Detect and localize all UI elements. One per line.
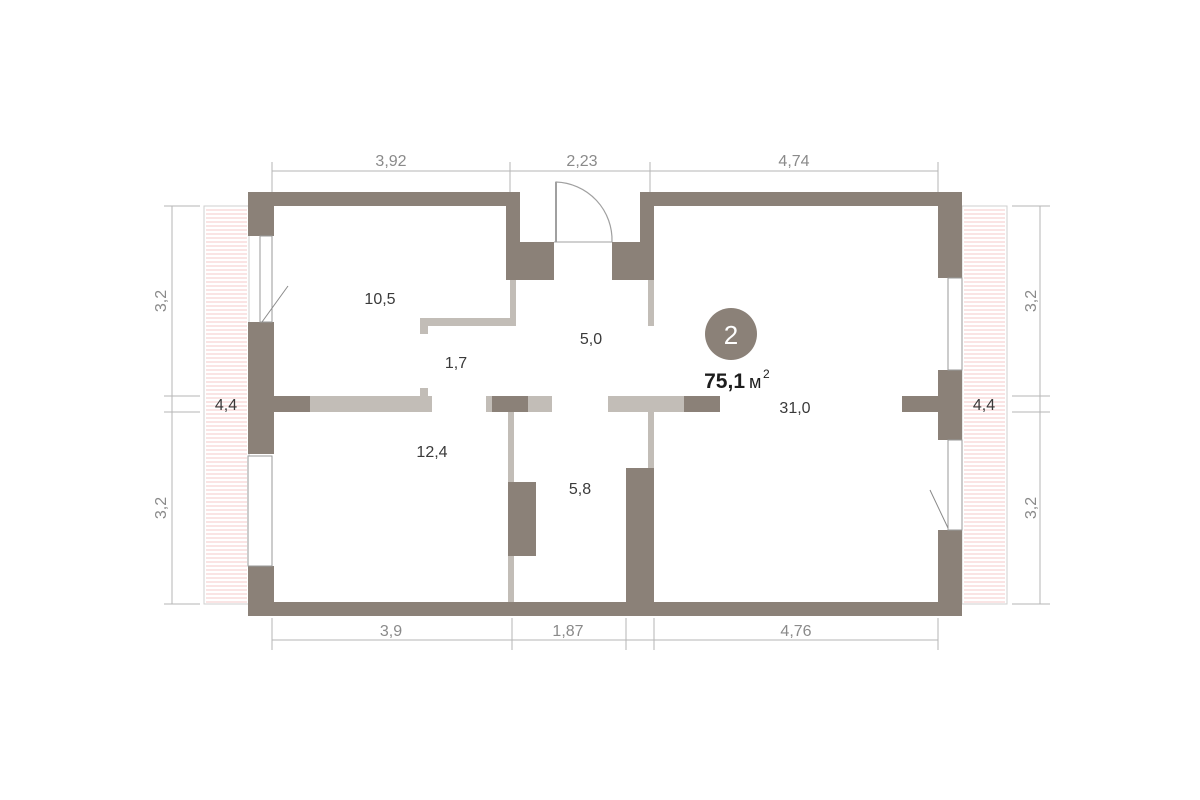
balcony-left-area: 4,4 <box>215 397 237 414</box>
window-living-top <box>947 277 963 371</box>
balcony-right-area: 4,4 <box>973 397 995 414</box>
total-area-value: 75,1 <box>704 370 745 393</box>
room-area-bathroom: 5,8 <box>569 481 591 498</box>
window-bedroom-bottom <box>247 455 273 567</box>
interior-bearing-walls <box>274 242 938 616</box>
dim-left-top: 3,2 <box>153 290 170 312</box>
dim-bottom-2: 1,87 <box>552 623 583 640</box>
total-area: 75,1 м 2 <box>704 367 770 393</box>
dim-top-2: 2,23 <box>566 153 597 170</box>
dim-bottom-1: 3,9 <box>380 623 402 640</box>
room-area-corridor: 1,7 <box>445 355 467 372</box>
dim-top-1: 3,92 <box>375 153 406 170</box>
apartment-badge-circle <box>705 308 757 360</box>
balcony-left <box>203 205 250 605</box>
total-area-unit-power: 2 <box>763 367 770 381</box>
room-area-hall: 5,0 <box>580 331 602 348</box>
total-area-unit: м <box>749 372 761 392</box>
dimension-labels: 3,92 2,23 4,74 3,9 1,87 4,76 3,2 3,2 3,2… <box>153 153 1040 640</box>
exterior-walls <box>248 192 962 616</box>
dim-left-bottom: 3,2 <box>153 497 170 519</box>
entrance-door[interactable] <box>554 181 613 243</box>
room-labels: 10,5 1,7 5,0 12,4 5,8 31,0 <box>364 291 810 498</box>
partitions <box>310 280 684 602</box>
dim-right-bottom: 3,2 <box>1023 497 1040 519</box>
room-area-bedroom-bottom-left: 12,4 <box>416 444 447 461</box>
room-area-bedroom-top-left: 10,5 <box>364 291 395 308</box>
dimension-lines <box>164 162 1050 650</box>
dim-top-3: 4,74 <box>778 153 809 170</box>
window-living-bottom <box>947 439 963 531</box>
dim-right-top: 3,2 <box>1023 290 1040 312</box>
room-area-living-room: 31,0 <box>779 400 810 417</box>
dim-bottom-3: 4,76 <box>780 623 811 640</box>
windows <box>247 235 963 567</box>
window-bedroom-top <box>259 235 273 323</box>
window-opening-marks <box>261 285 949 529</box>
balcony-right <box>961 205 1008 605</box>
apartment-number: 2 <box>724 320 738 350</box>
apartment-badge: 2 <box>705 308 757 360</box>
